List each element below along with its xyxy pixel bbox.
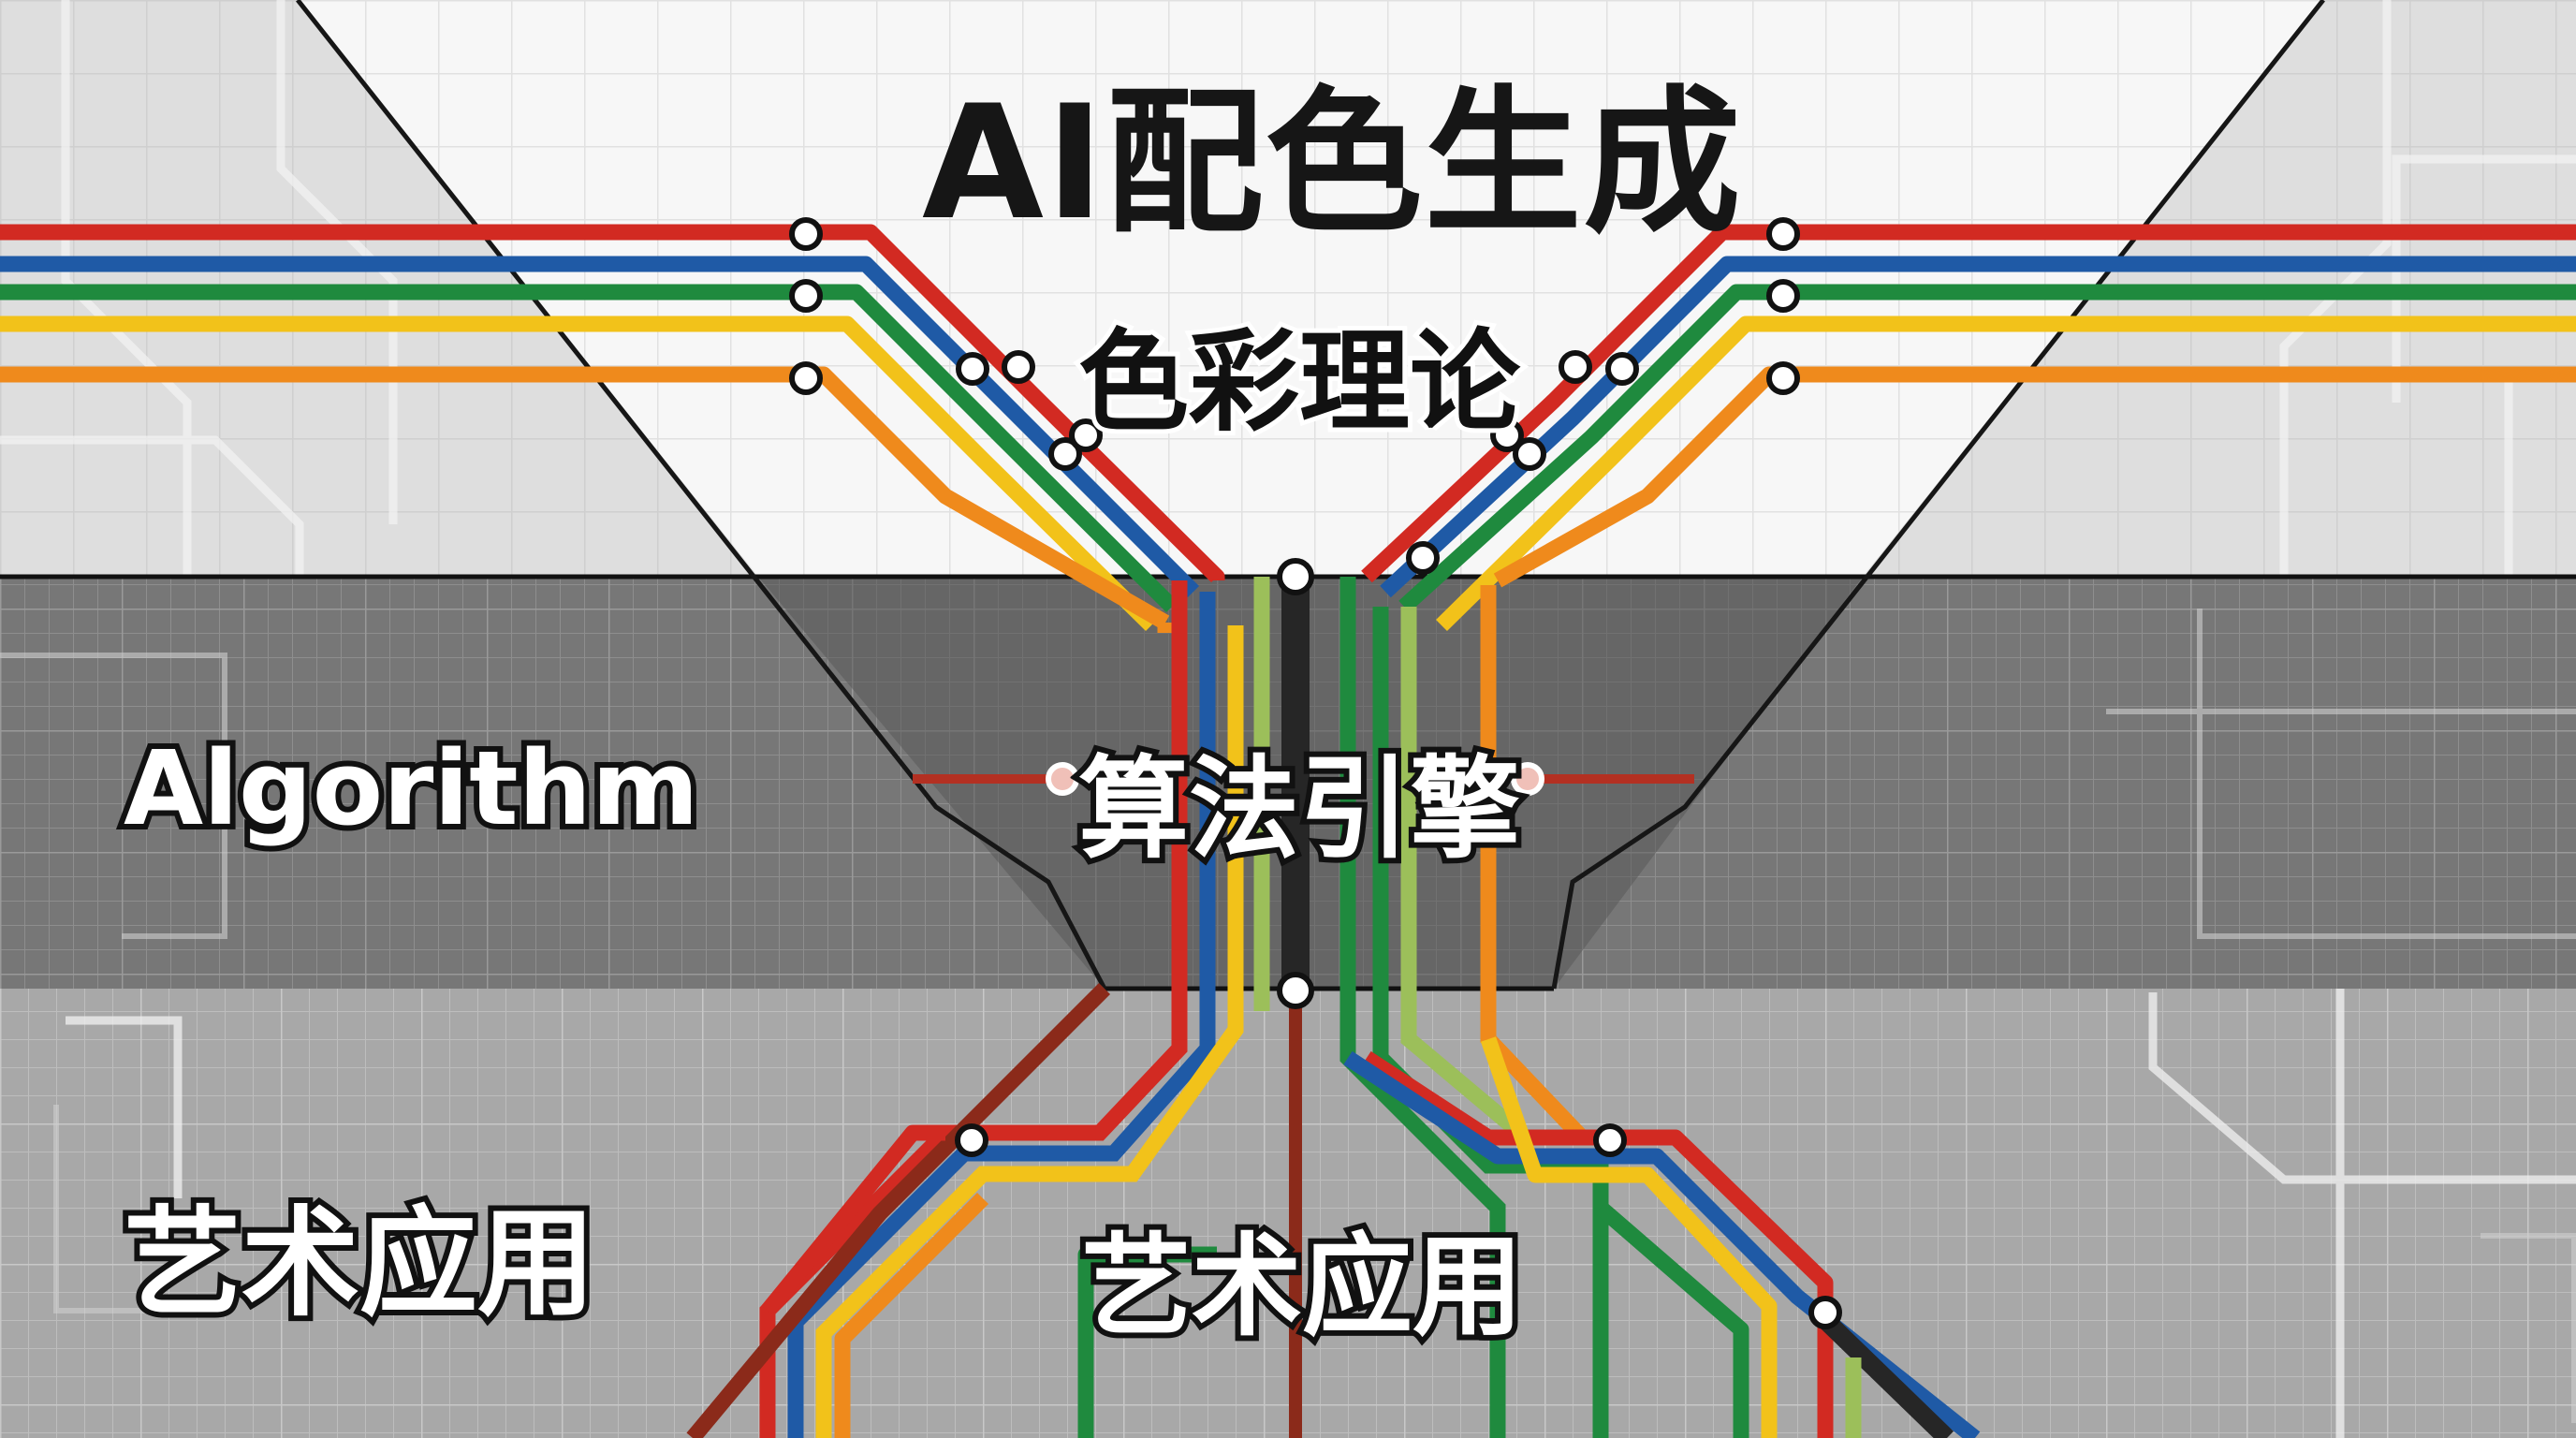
metro-lines-bottom: [686, 982, 1981, 1438]
line-darkred-bottom-left: [686, 982, 1111, 1438]
station-trunk-top: [1277, 558, 1314, 595]
station-top-right-4: [1559, 350, 1592, 384]
station-top-right-2: [1766, 279, 1800, 313]
label-art-application-left: 艺术应用: [118, 1189, 601, 1338]
line-green-bottom-right: [1595, 1201, 1749, 1438]
line-green-top-left: [0, 284, 1178, 613]
line-orange-top-right: [1493, 366, 2576, 588]
station-top-right-5: [1605, 352, 1639, 386]
station-top-left-2: [789, 279, 823, 313]
trunk-yellow-left: [815, 625, 1244, 1438]
middle-funnel: [758, 577, 1863, 989]
station-top-left-4: [956, 352, 989, 386]
station-trunk-bottom: [1277, 972, 1314, 1009]
label-color-theory: 色彩理论: [1074, 313, 1525, 451]
label-algorithm-engine: 算法引擎: [1073, 739, 1526, 879]
metro-lines-top-left: [0, 224, 1225, 632]
station-top-left-3: [789, 361, 823, 395]
trunk-red-left: [759, 580, 1188, 1438]
station-top-right-3: [1766, 361, 1800, 395]
trunk-blue-left: [787, 592, 1216, 1438]
central-trunk: [759, 577, 1657, 1438]
station-top-left-7: [1069, 418, 1103, 452]
line-orange-bottom-left: [834, 1192, 989, 1438]
station-top-left-6: [1048, 437, 1082, 471]
line-blue-top-left: [0, 256, 1200, 598]
line-green-bottom-left: [1077, 1246, 1217, 1438]
line-red-bottom-right: [1362, 1050, 1834, 1438]
trunk-green-right-2: [1372, 607, 1609, 1438]
label-art-application-center: 艺术应用: [1076, 1216, 1529, 1357]
line-yellow-bottom-right: [1480, 1036, 1778, 1438]
station-engine-left: [1046, 762, 1079, 796]
line-black-bottom-right: [1819, 1313, 1954, 1438]
station-top-right-8: [1406, 541, 1440, 575]
line-red-bottom-left: [761, 1124, 945, 1316]
station-bottom-right-2: [1808, 1296, 1842, 1329]
metro-lines-top-right: [1361, 224, 2576, 632]
line-orange-top-left: [0, 366, 1170, 630]
line-green-top-right: [1398, 284, 2576, 613]
funnel-outline: [296, 0, 2325, 990]
station-top-right-7: [1513, 437, 1546, 471]
station-bottom-right-1: [1593, 1123, 1627, 1157]
line-yellow-top-left: [0, 315, 1157, 632]
station-bottom-left: [955, 1123, 988, 1157]
page-title: AI配色生成: [922, 71, 1743, 255]
line-red-top-right: [1361, 224, 2576, 583]
line-blue-top-right: [1380, 256, 2576, 598]
engine-stations: [1046, 762, 1544, 796]
trunk-green-right-1: [1339, 577, 1506, 1438]
line-red-top-left: [0, 224, 1225, 585]
station-top-left-1: [789, 217, 823, 251]
station-top-left-5: [1002, 350, 1035, 384]
circuit-traces-dim: [0, 609, 2576, 1423]
label-algorithm: Algorithm: [118, 723, 705, 854]
station-top-right-1: [1766, 217, 1800, 251]
stations: [789, 217, 1842, 1329]
station-engine-right: [1511, 762, 1544, 796]
station-top-right-6: [1490, 418, 1524, 452]
line-yellow-top-right: [1436, 315, 2576, 632]
